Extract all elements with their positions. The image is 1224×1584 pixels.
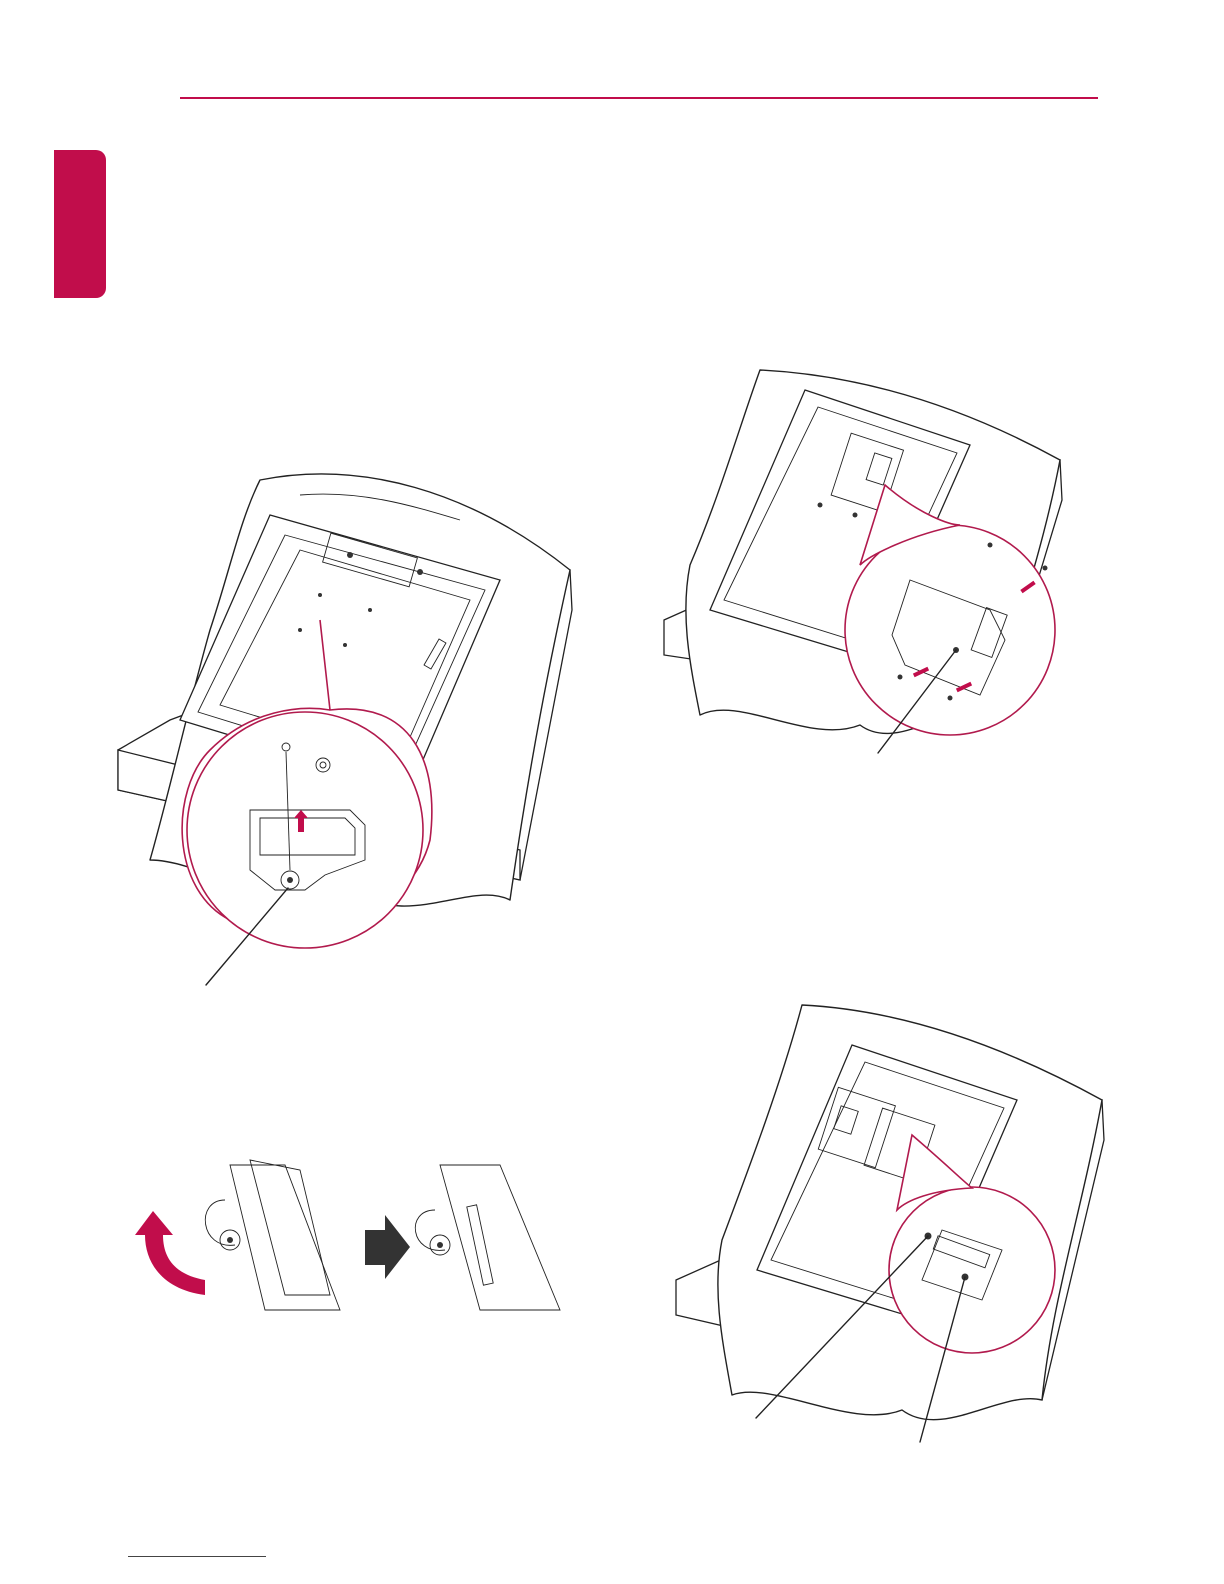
monitor-back-cover-removal-icon (110, 460, 580, 990)
figure-attach-module (660, 365, 1080, 760)
footer-rule (128, 1556, 266, 1557)
monitor-back-cable-connect-icon (672, 1000, 1112, 1445)
figure-remove-cover (110, 460, 580, 990)
header-rule (180, 97, 1098, 99)
language-tab (54, 150, 106, 298)
cover-flip-sequence-icon (125, 1155, 570, 1325)
figure-connect-cable (672, 1000, 1112, 1445)
monitor-back-module-install-icon (660, 365, 1080, 760)
figure-flip-cover (125, 1155, 570, 1325)
